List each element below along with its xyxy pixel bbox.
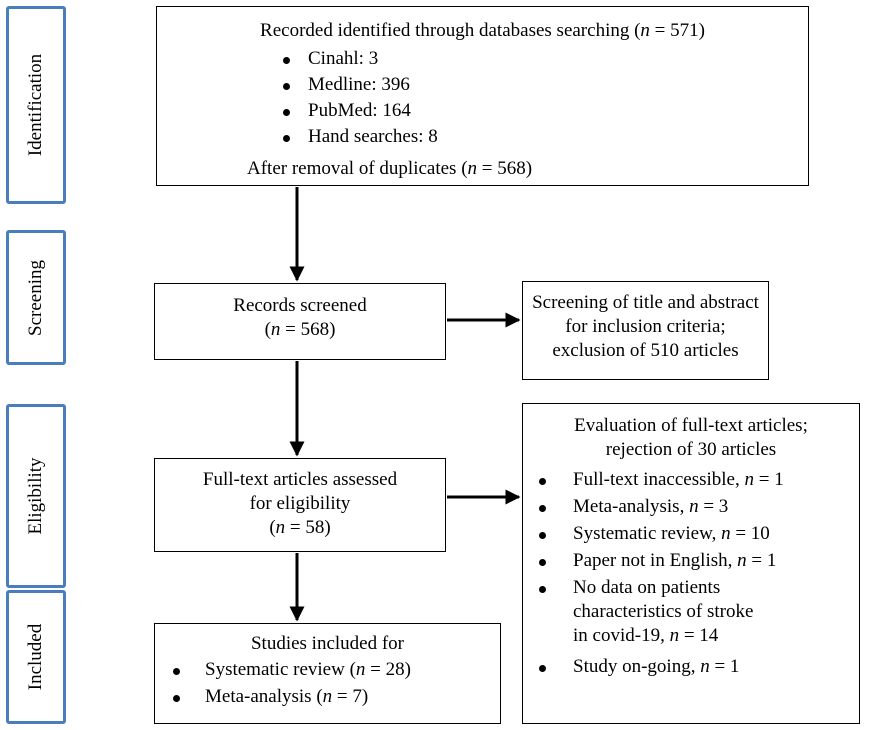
identification-box: Recorded identified through databases se…	[156, 6, 809, 186]
list-item: Hand searches: 8	[280, 125, 438, 151]
screening-exclusion-box: Screening of title and abstract for incl…	[522, 281, 769, 380]
list-item: Full-text inaccessible, n = 1	[537, 468, 837, 492]
list-item: Study on-going, n = 1	[537, 655, 837, 679]
database-list: Cinahl: 3 Medline: 396 PubMed: 164 Hand …	[280, 47, 438, 151]
fulltext-count: (n = 58)	[269, 517, 331, 538]
list-item: Systematic review (n = 28)	[171, 658, 500, 685]
list-item: Medline: 396	[280, 73, 438, 99]
included-title: Studies included for	[250, 633, 405, 654]
fulltext-title-line1: Full-text articles assessed	[202, 469, 398, 490]
list-item: PubMed: 164	[280, 99, 438, 125]
studies-included-box: Studies included for Systematic review (…	[154, 623, 501, 724]
records-screened-box: Records screened (n = 568)	[154, 283, 446, 360]
included-list: Systematic review (n = 28) Meta-analysis…	[171, 658, 500, 712]
list-item: Meta-analysis (n = 7)	[171, 685, 500, 712]
phase-identification: Identification	[6, 6, 66, 204]
list-item: Paper not in English, n = 1	[537, 549, 837, 573]
list-item: Cinahl: 3	[280, 47, 438, 73]
dedup-text: After removal of duplicates (n = 568)	[247, 158, 533, 179]
rejection-title: Evaluation of full-text articles; reject…	[574, 415, 808, 460]
phase-eligibility: Eligibility	[6, 404, 66, 588]
identification-title: Recorded identified through databases se…	[260, 20, 705, 41]
fulltext-assessed-box: Full-text articles assessed for eligibil…	[154, 458, 446, 552]
rejection-reason-list: Full-text inaccessible, n = 1 Meta-analy…	[537, 468, 837, 679]
records-screened-title: Records screened	[233, 295, 367, 316]
list-item: No data on patients characteristics of s…	[537, 576, 763, 648]
screening-exclusion-text: Screening of title and abstract for incl…	[532, 292, 759, 361]
records-screened-count: (n = 568)	[264, 319, 336, 340]
list-item: Meta-analysis, n = 3	[537, 495, 837, 519]
phase-included: Included	[6, 590, 66, 724]
phase-screening: Screening	[6, 230, 66, 365]
fulltext-title-line2: for eligibility	[249, 493, 351, 514]
fulltext-rejection-box: Evaluation of full-text articles; reject…	[522, 403, 860, 724]
list-item: Systematic review, n = 10	[537, 522, 837, 546]
